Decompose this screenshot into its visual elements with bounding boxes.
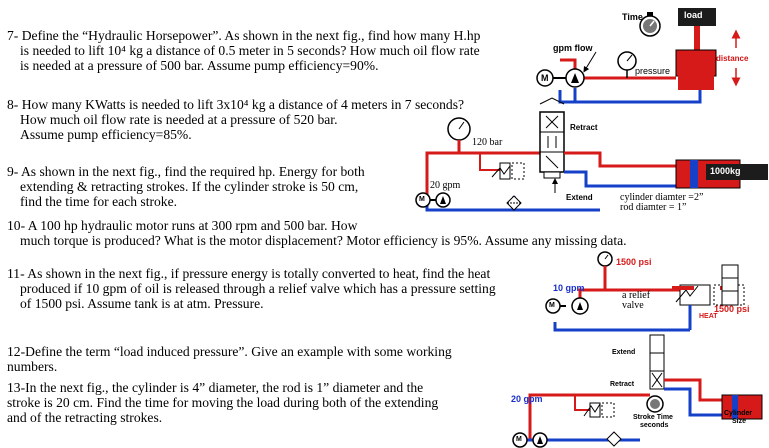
question-11: 11- As shown in the next fig., if pressu… xyxy=(7,266,547,311)
question-number: 11- xyxy=(7,266,25,281)
question-number: 13- xyxy=(7,380,26,395)
figure-1-lift-system xyxy=(536,8,741,104)
fig2-pressure-label: 120 bar xyxy=(472,137,503,148)
fig4-stroke-label-2: seconds xyxy=(640,422,669,429)
fig3-pressure-label: 1500 psi xyxy=(616,257,652,267)
question-8: 8- How many KWatts is needed to lift 3x1… xyxy=(7,97,537,142)
question-number: 8- xyxy=(7,97,19,112)
fig2-flow-label: 20 gpm xyxy=(430,180,461,191)
fig2-cylinder-diameter-label: cylinder diamter =2” xyxy=(620,192,704,203)
question-line: is needed at a pressure of 500 bar. Assu… xyxy=(20,58,379,73)
fig4-extend-label: Extend xyxy=(612,349,636,356)
fig4-retract-label: Retract xyxy=(610,381,635,388)
load-block xyxy=(706,164,768,180)
load-block xyxy=(678,8,716,26)
fig1-distance-label: distance xyxy=(716,54,749,63)
fig3-tank-pressure-label: 1500 psi xyxy=(714,304,750,314)
question-line: is needed to lift 10⁴ kg a distance of 0… xyxy=(20,43,480,58)
fig1-time-label: Time xyxy=(622,12,643,22)
question-9: 9- As shown in the next fig., find the r… xyxy=(7,164,427,209)
fig4-stroke-label-1: Stroke Time xyxy=(633,414,673,421)
directional-valve xyxy=(649,334,665,390)
question-line: stroke is 20 cm. Find the time for movin… xyxy=(7,395,439,410)
fig2-extend-label: Extend xyxy=(566,193,593,202)
question-line: extending & retracting strokes. If the c… xyxy=(20,179,359,194)
question-number: 7- xyxy=(7,28,19,43)
fig3-relief-label-1: a relief xyxy=(622,290,651,301)
figure-2-cylinder-system xyxy=(415,97,768,212)
question-line: Define the term “load induced pressure”.… xyxy=(25,344,452,359)
directional-valve xyxy=(539,111,565,173)
question-line: A 100 hp hydraulic motor runs at 300 rpm… xyxy=(27,218,358,233)
question-line: numbers. xyxy=(7,359,58,374)
question-line: find the time for each stroke. xyxy=(20,194,178,209)
question-10: 10- A 100 hp hydraulic motor runs at 300… xyxy=(7,218,707,248)
question-line: produced if 10 gpm of oil is released th… xyxy=(20,281,496,296)
figure-3-relief-valve-system xyxy=(545,251,745,332)
fig3-flow-label: 10 gpm xyxy=(553,283,585,293)
question-number: 9- xyxy=(7,164,19,179)
stopwatch-icon xyxy=(639,12,661,37)
filter-icon xyxy=(606,431,622,447)
motor-icon xyxy=(512,432,528,448)
fig1-flow-label: gpm flow xyxy=(553,43,593,53)
fig2-motor-label: M xyxy=(419,196,425,203)
fig2-load-label: 1000kg xyxy=(710,166,741,176)
question-line: In the next fig., the cylinder is 4” dia… xyxy=(25,380,424,395)
fig1-load-label: load xyxy=(684,10,703,20)
fig4-flow-label: 20 gpm xyxy=(511,394,543,404)
fig1-motor-label: M xyxy=(541,73,549,83)
question-line: As shown in the next fig., if pressure e… xyxy=(27,266,491,281)
question-line: much torque is produced? What is the mot… xyxy=(20,233,627,248)
fig4-cylinder-label-1: Cylinder xyxy=(724,410,753,417)
question-12: 12-Define the term “load induced pressur… xyxy=(7,344,507,374)
fig4-motor-label: M xyxy=(516,436,522,443)
question-line: of 1500 psi. Assume tank is at atm. Pres… xyxy=(20,296,264,311)
fig4-cylinder-label-2: Size xyxy=(732,418,747,425)
cylinder xyxy=(721,394,763,420)
question-number: 12- xyxy=(7,344,26,359)
question-line: As shown in the next fig., find the requ… xyxy=(20,164,365,179)
question-line: and of the retracting strokes. xyxy=(7,410,163,425)
question-line: Define the “Hydraulic Horsepower”. As sh… xyxy=(21,28,481,43)
fig3-relief-label-2: valve xyxy=(622,300,644,311)
fig3-heat-label: HEAT xyxy=(699,313,718,320)
question-line: Assume pump efficiency=85%. xyxy=(20,127,192,142)
question-line: How many KWatts is needed to lift 3x10⁴ … xyxy=(21,97,465,112)
question-13: 13-In the next fig., the cylinder is 4” … xyxy=(7,380,507,425)
fig1-pressure-label: pressure xyxy=(635,66,671,76)
question-number: 10- xyxy=(7,218,26,233)
fig3-motor-label: M xyxy=(549,302,555,309)
fig2-rod-diameter-label: rod diamter = 1” xyxy=(620,202,687,213)
question-7: 7- Define the “Hydraulic Horsepower”. As… xyxy=(7,28,537,73)
figure-4-cylinder-system xyxy=(512,334,763,448)
lift-cylinder xyxy=(675,49,717,77)
fig2-retract-label: Retract xyxy=(570,123,598,132)
question-line: How much oil flow rate is needed at a pr… xyxy=(20,112,338,127)
